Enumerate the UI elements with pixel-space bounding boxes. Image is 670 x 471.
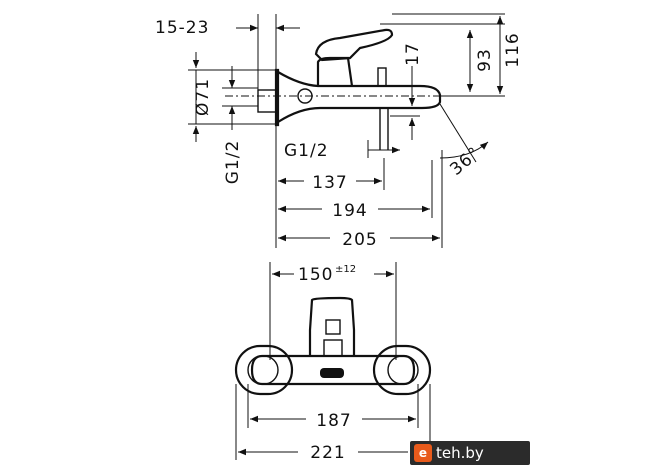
lever-handle	[314, 28, 394, 62]
dim-15-23: 15-23	[155, 18, 209, 38]
dim-221: 221	[310, 443, 345, 463]
dim-93: 93	[475, 48, 495, 72]
wall-connector	[257, 89, 277, 113]
watermark-text: teh.by	[436, 444, 484, 462]
side-view: 15-23 93 116 17 Ø71 G1/2 G1/2 3	[155, 13, 523, 250]
diverter-knob	[377, 67, 387, 87]
cartridge-housing	[316, 56, 354, 87]
dim-205: 205	[342, 230, 377, 250]
dim-150: 150	[298, 265, 333, 285]
front-lever	[308, 296, 356, 356]
spout-outlet	[379, 108, 389, 150]
dim-71: Ø71	[193, 78, 213, 116]
watermark-logo: e	[414, 444, 432, 462]
dim-g12-mid: G1/2	[284, 141, 329, 161]
faucet-body	[277, 71, 442, 123]
watermark: e teh.by	[410, 441, 530, 465]
right-rosette	[372, 344, 432, 396]
left-rosette	[234, 344, 294, 396]
dim-137: 137	[312, 173, 347, 193]
wall-rosette	[274, 68, 280, 127]
front-body	[250, 354, 416, 386]
dim-116: 116	[503, 32, 523, 67]
front-outlet	[320, 368, 344, 378]
dim-g12-side: G1/2	[223, 140, 243, 185]
dim-17: 17	[403, 42, 423, 66]
front-view: 150 ±12 187 221	[234, 262, 432, 463]
dim-194: 194	[332, 201, 367, 221]
dim-187: 187	[316, 411, 351, 431]
dim-150-tolerance: ±12	[335, 264, 356, 275]
